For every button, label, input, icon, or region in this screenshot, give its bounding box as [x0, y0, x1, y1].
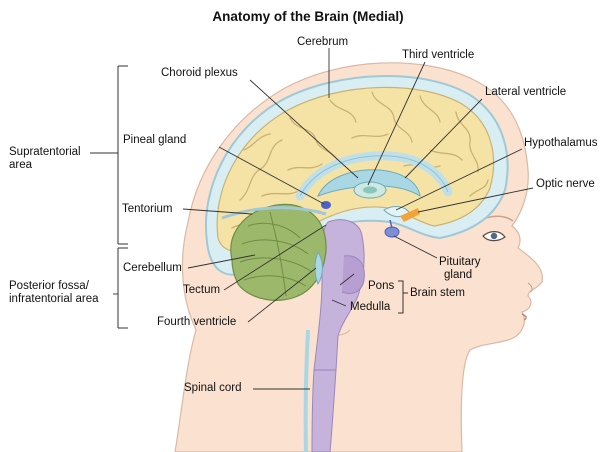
- nostril: [527, 282, 533, 293]
- label-brain-stem: Brain stem: [410, 287, 465, 299]
- optic-chiasm-shape: [400, 208, 420, 222]
- label-fourth-ventricle: Fourth ventricle: [157, 316, 237, 328]
- cerebellum-shape: [230, 203, 327, 301]
- label-supratentorial-line2: area: [9, 159, 33, 171]
- label-third-ventricle: Third ventricle: [402, 49, 475, 61]
- label-posterior-fossa-line2: infratentorial area: [9, 293, 99, 305]
- label-lateral-ventricle: Lateral ventricle: [485, 86, 567, 98]
- iris: [490, 232, 498, 240]
- fourth-ventricle-shape: [314, 250, 323, 286]
- label-supratentorial-line1: Supratentorial: [9, 146, 81, 158]
- label-cerebrum: Cerebrum: [297, 36, 349, 48]
- pituitary-gland-shape: [384, 226, 400, 238]
- diagram-title: Anatomy of the Brain (Medial): [212, 9, 404, 24]
- tentorium-shape: [221, 206, 327, 220]
- label-cerebellum: Cerebellum: [123, 262, 182, 274]
- label-medulla: Medulla: [350, 301, 391, 313]
- pineal-gland-shape: [321, 201, 331, 209]
- label-tectum: Tectum: [183, 284, 221, 296]
- label-hypothalamus: Hypothalamus: [524, 137, 598, 149]
- label-pineal-gland: Pineal gland: [123, 134, 187, 146]
- cerebellum-folia: [239, 211, 313, 297]
- mouth: [521, 313, 527, 321]
- leader-lines: [90, 48, 534, 390]
- spinal-cord-shape: [311, 369, 337, 452]
- label-spinal-cord: Spinal cord: [184, 382, 242, 394]
- label-pituitary-line2: gland: [444, 269, 473, 281]
- label-pituitary-line1: Pituitary: [439, 256, 481, 268]
- label-choroid-plexus: Choroid plexus: [161, 67, 238, 79]
- label-optic-nerve: Optic nerve: [536, 178, 595, 190]
- label-posterior-fossa-line1: Posterior fossa/: [9, 280, 89, 292]
- csf-channel: [303, 329, 310, 452]
- bracket-lines: [117, 65, 408, 329]
- label-pons: Pons: [368, 280, 395, 292]
- label-tentorium: Tentorium: [122, 203, 173, 215]
